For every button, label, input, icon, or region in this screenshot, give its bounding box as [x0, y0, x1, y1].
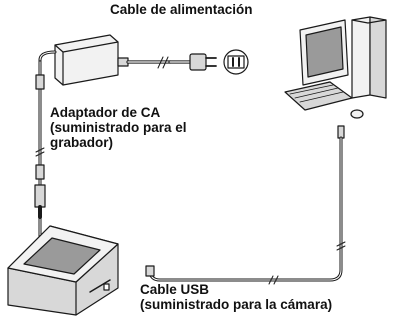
- wall-outlet-icon: [223, 49, 249, 75]
- dvd-recorder-icon: [7, 225, 119, 316]
- desktop-computer-icon: [284, 16, 387, 119]
- ac-adapter-label-line2: (suministrado para el: [50, 120, 187, 135]
- ac-adapter-label-line3: grabador): [50, 135, 114, 150]
- ac-adapter-label: Adaptador de CA (suministrado para el gr…: [50, 105, 187, 150]
- power-cable-label: Cable de alimentación: [110, 2, 253, 17]
- dc-cable: [34, 50, 57, 242]
- ac-adapter-label-line1: Adaptador de CA: [50, 105, 161, 120]
- power-cable: [126, 53, 217, 71]
- usb-cable: [145, 125, 346, 285]
- usb-cable-label-line1: Cable USB: [140, 282, 210, 297]
- usb-cable-label-line2: (suministrado para la cámara): [140, 297, 333, 312]
- usb-cable-label: Cable USB (suministrado para la cámara): [140, 282, 332, 312]
- ac-adapter-icon: [54, 34, 129, 86]
